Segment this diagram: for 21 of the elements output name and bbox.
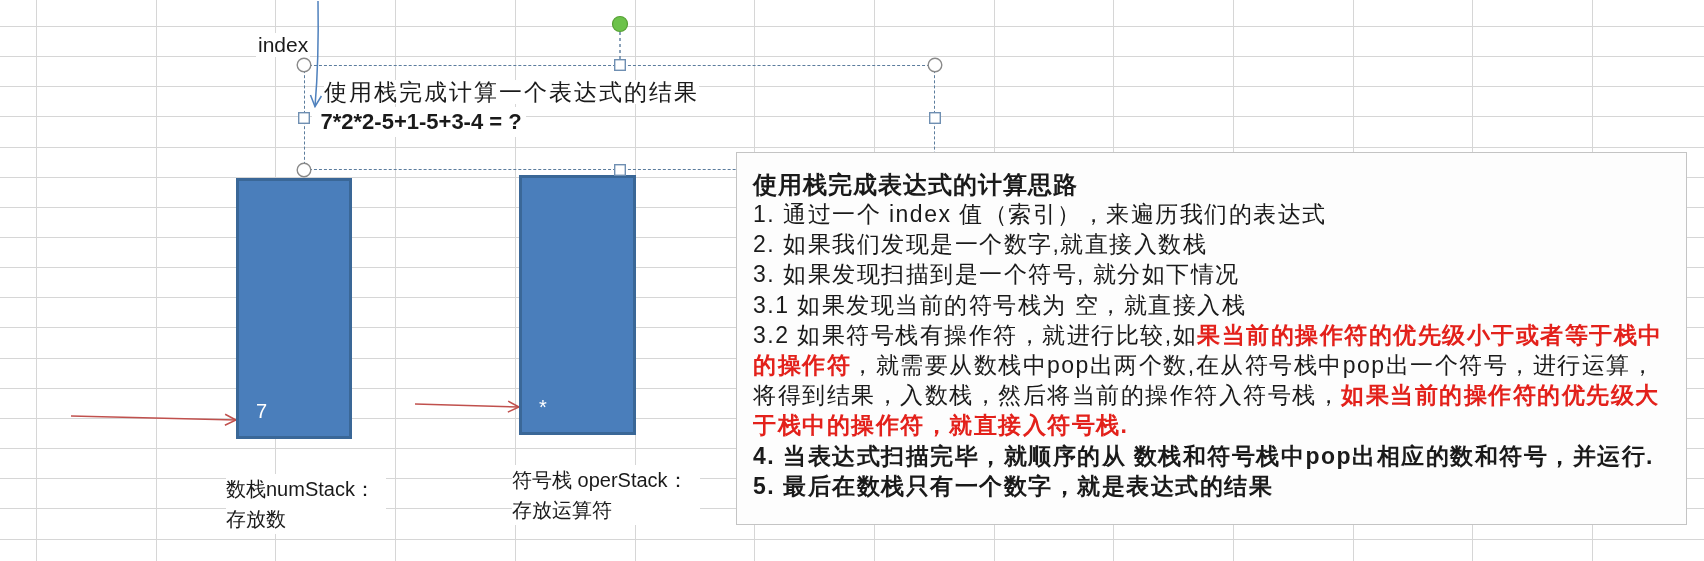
stack-caption: 符号栈 operStack：存放运算符: [512, 465, 700, 525]
step-text: 1. 通过一个 index 值（索引），来遍历我们的表达式: [753, 200, 1328, 229]
step-text: 5. 最后在数栈只有一个数字，就是表达式的结果: [753, 471, 1275, 501]
arrow: [70, 413, 237, 426]
step-text: 4. 当表达式扫描完毕，就顺序的从 数栈和符号栈中pop出相应的数和符号，并运行.: [753, 441, 1655, 471]
stack-value: *: [539, 395, 547, 419]
stack-bar: [236, 178, 352, 439]
stack-caption: 数栈numStack：存放数: [226, 474, 386, 534]
step-text: 2. 如果我们发现是一个数字,就直接入数栈: [753, 230, 1209, 260]
arrow: [309, 0, 323, 108]
heading-text: 使用栈完成表达式的计算思路: [753, 171, 1079, 199]
step-text: 3.1 如果发现当前的符号栈为 空，就直接入栈: [753, 290, 1248, 320]
stack-value: 7: [256, 399, 268, 423]
title-text: 使用栈完成计算一个表达式的结果: [323, 79, 699, 104]
note-box: [736, 152, 1687, 525]
step-text: 3. 如果发现扫描到是一个符号, 就分如下情况: [753, 260, 1241, 290]
expression-text: 7*2*2-5+1-5+3-4 = ?: [311, 106, 526, 137]
edge-label: index: [256, 33, 311, 57]
step-text: 3.2 如果符号栈有操作符，就进行比较,如果当前的操作符的优先级小于或者等于栈中的操作符，就需要从数栈中pop出两个数,在从符号栈中pop出一个符号，进行运算，将得到结果，入数栈，然后将当前的操作符入符号栈，如果当前的操作符的优先级大于栈中的操作符，就直接入符号栈.: [753, 320, 1664, 441]
arrow: [414, 400, 520, 413]
stack-bar: [519, 175, 636, 435]
